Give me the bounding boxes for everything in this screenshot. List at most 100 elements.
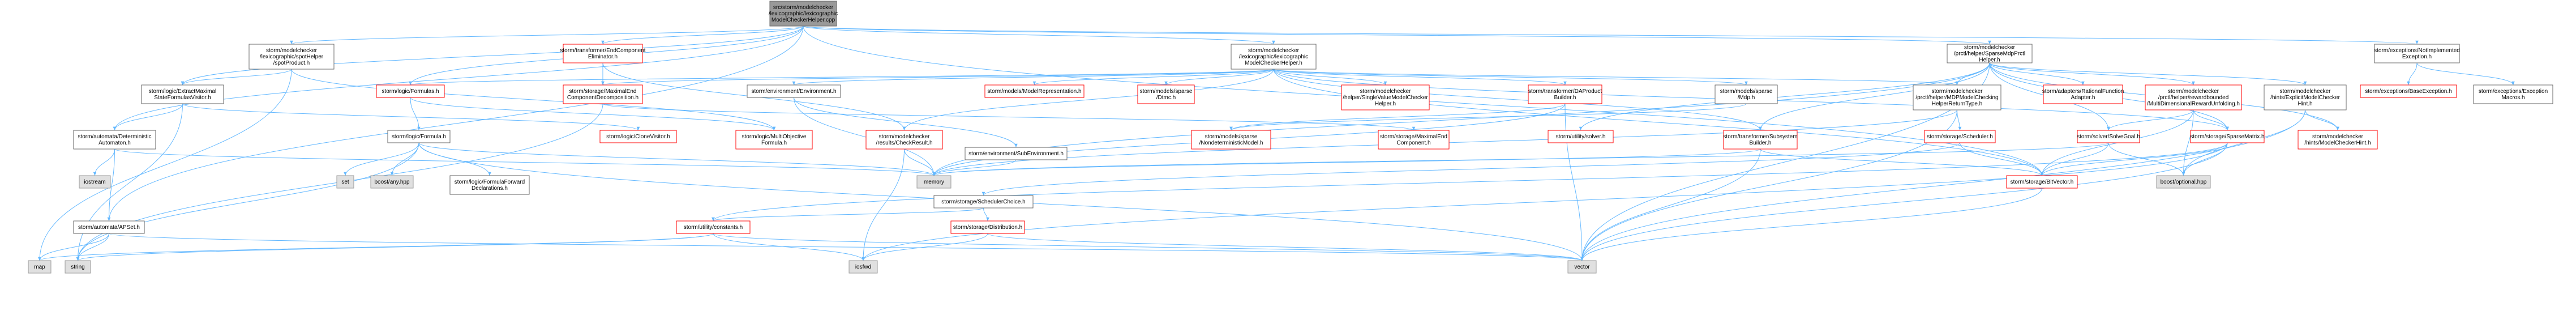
graph-node-set[interactable]: set — [336, 175, 354, 189]
graph-node-logicFormulas[interactable]: storm/logic/Formulas.h — [376, 84, 445, 98]
edge-sparseMdpPrctl-to-subsystemBuilder — [1759, 62, 1990, 131]
graph-node-apSet[interactable]: storm/automata/APSet.h — [73, 220, 145, 234]
node-box — [2298, 130, 2378, 150]
edge-lexHelperH-to-singleValue — [1273, 69, 1387, 86]
edge-solveGoal-to-bitVector — [2040, 142, 2109, 176]
graph-node-sparseMdp[interactable]: storm/models/sparse/Mdp.h — [1715, 84, 1778, 104]
node-label-line: storm/modelchecker — [2279, 88, 2331, 95]
edge-root-to-endComp — [601, 25, 804, 45]
graph-node-lexHelperH[interactable]: storm/modelchecker/lexicographic/lexicog… — [1231, 44, 1317, 70]
graph-node-sparseDtmc[interactable]: storm/models/sparse/Dtmc.h — [1137, 84, 1195, 104]
node-box — [933, 195, 1034, 209]
graph-node-endComp[interactable]: storm/transformer/EndComponentEliminator… — [560, 44, 646, 63]
node-label-line: storm/modelchecker — [1964, 45, 2016, 51]
edge-root-to-notImpl — [803, 25, 2418, 45]
edge-sparseMdpPrctl-to-explicitHint — [1989, 62, 2307, 86]
graph-node-subEnv[interactable]: storm/environment/SubEnvironment.h — [965, 147, 1068, 160]
graph-node-distribution[interactable]: storm/storage/Distribution.h — [950, 220, 1025, 234]
edge-sparseMdp-to-nondetModel — [1229, 103, 1747, 131]
graph-node-rewardBounded[interactable]: storm/modelchecker/prctl/helper/rewardbo… — [2145, 84, 2242, 110]
graph-node-storageScheduler[interactable]: storm/storage/Scheduler.h — [1924, 130, 1996, 143]
node-label-line: storm/modelchecker — [878, 134, 930, 140]
edge-automataDet-to-memory — [114, 148, 936, 176]
node-label-line: storm/storage/MaximalEnd — [1380, 134, 1447, 140]
edge-solveGoal-to-memory — [932, 142, 2109, 176]
graph-node-checkResult[interactable]: storm/modelchecker/results/CheckResult.h — [865, 130, 943, 150]
graph-node-memory[interactable]: memory — [916, 175, 951, 189]
graph-node-mcHint[interactable]: storm/modelchecker/hints/ModelCheckerHin… — [2298, 130, 2378, 150]
graph-node-schedChoice[interactable]: storm/storage/SchedulerChoice.h — [933, 195, 1034, 209]
node-box — [848, 260, 878, 274]
graph-node-string[interactable]: string — [65, 260, 91, 274]
edge-extractMaximal-to-automataDet — [113, 103, 183, 131]
edge-lexHelperH-to-bitVector — [1273, 69, 2044, 176]
node-label-line: storm/logic/MultiObjective — [742, 134, 807, 140]
node-label-line: /hints/ModelCheckerHint.h — [2304, 140, 2371, 146]
node-box — [1567, 260, 1597, 274]
edge-root-to-extractMaximal — [181, 25, 804, 86]
graph-node-cloneVisitor[interactable]: storm/logic/CloneVisitor.h — [599, 130, 677, 143]
node-label-line: storm/models/sparse — [1720, 88, 1773, 95]
edge-bitVector-to-vector — [1580, 188, 2042, 261]
graph-node-utilConstants[interactable]: storm/utility/constants.h — [676, 220, 751, 234]
node-label-line: storm/logic/ExtractMaximal — [149, 88, 216, 95]
node-label-line: /helper/SingleValueModelChecker — [1343, 95, 1428, 101]
node-box — [2190, 130, 2265, 143]
node-label-line: map — [34, 264, 45, 270]
graph-node-boostAny[interactable]: boost/any.hpp — [370, 175, 414, 189]
graph-node-map[interactable]: map — [28, 260, 52, 274]
edge-apSet-to-map — [38, 233, 109, 261]
node-label-line: iostream — [84, 179, 105, 185]
graph-node-iostream[interactable]: iostream — [79, 175, 111, 189]
graph-node-bitVector[interactable]: storm/storage/BitVector.h — [2006, 175, 2078, 189]
graph-node-boostOptional[interactable]: boost/optional.hpp — [2156, 175, 2211, 189]
node-label-line: Adapter.h — [2071, 95, 2095, 101]
graph-node-modelRep[interactable]: storm/models/ModelRepresentation.h — [984, 84, 1085, 98]
graph-node-mdpMcHelperRet[interactable]: storm/modelchecker/prctl/helper/MDPModel… — [1913, 84, 2001, 110]
graph-node-logicFormula[interactable]: storm/logic/Formula.h — [387, 130, 451, 143]
graph-node-sparseMatrix[interactable]: storm/storage/SparseMatrix.h — [2190, 130, 2265, 143]
node-label-line: /spotProduct.h — [273, 60, 310, 66]
edge-utilConstants-to-map — [38, 233, 714, 261]
graph-node-solveGoal[interactable]: storm/solver/SolveGoal.h — [2077, 130, 2140, 143]
node-box — [376, 84, 445, 98]
graph-node-nondetModel[interactable]: storm/models/sparse/NondeterministicMode… — [1191, 130, 1271, 150]
graph-node-notImpl[interactable]: storm/exceptions/NotImplementedException… — [2374, 44, 2460, 63]
node-box — [1341, 84, 1430, 110]
graph-node-root[interactable]: src/storm/modelchecker/lexicographic/lex… — [769, 1, 838, 27]
graph-node-lexSpot[interactable]: storm/modelchecker/lexicographic/spotHel… — [248, 44, 335, 70]
graph-node-baseExc[interactable]: storm/exceptions/BaseException.h — [2360, 84, 2457, 98]
node-label-line: storm/environment/SubEnvironment.h — [968, 151, 1064, 157]
edge-automataDet-to-apSet — [107, 148, 115, 222]
edge-envEnv-to-subEnv — [794, 97, 1018, 148]
node-label-line: Builder.h — [1750, 140, 1772, 146]
node-label-line: ModelCheckerHelper.cpp — [771, 17, 835, 23]
graph-node-maxEndDecomp[interactable]: storm/storage/MaximalEndComponentDecompo… — [563, 84, 643, 104]
edge-apSet-to-string — [76, 233, 109, 261]
edge-sparseMatrix-to-utilConstants — [711, 142, 2228, 222]
graph-node-vector[interactable]: vector — [1567, 260, 1597, 274]
graph-node-utilSolver[interactable]: storm/utility/solver.h — [1548, 130, 1614, 143]
node-label-line: storm/utility/solver.h — [1556, 134, 1606, 140]
graph-node-singleValue[interactable]: storm/modelchecker/helper/SingleValueMod… — [1341, 84, 1430, 110]
graph-node-iosfwd[interactable]: iosfwd — [848, 260, 878, 274]
graph-node-sparseMdpPrctl[interactable]: storm/modelchecker/prctl/helper/SparseMd… — [1947, 44, 2033, 63]
graph-node-extractMaximal[interactable]: storm/logic/ExtractMaximalStateFormulasV… — [141, 84, 224, 104]
node-label-line: /NondeterministicModel.h — [1199, 140, 1263, 146]
node-box — [2077, 130, 2140, 143]
graph-node-envEnv[interactable]: storm/environment/Environment.h — [747, 84, 841, 98]
node-box — [1378, 130, 1450, 150]
node-box — [965, 147, 1068, 160]
node-label-line: /lexicographic/lexicographic — [769, 11, 838, 17]
edge-lexHelperH-to-checkResult — [902, 69, 1274, 131]
edge-utilConstants-to-vector — [713, 233, 1584, 261]
graph-node-explicitHint[interactable]: storm/modelchecker/hints/ExplicitModelCh… — [2264, 84, 2347, 110]
